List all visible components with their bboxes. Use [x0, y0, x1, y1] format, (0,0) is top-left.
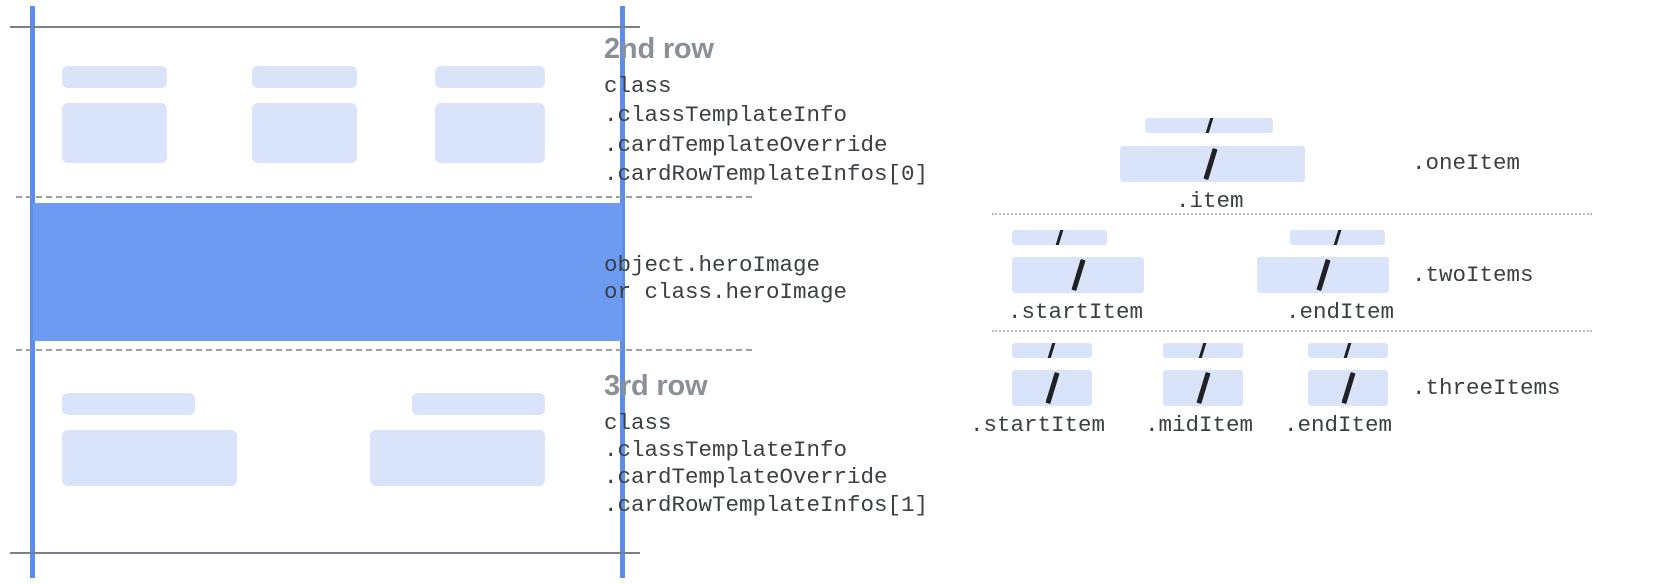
- three-items-start-slot-label: .startItem: [970, 412, 1106, 438]
- third-row-path-line-3: .cardRowTemplateInfos[1]: [604, 492, 929, 518]
- card-annotations: 2nd row class .classTemplateInfo .cardTe…: [604, 33, 929, 518]
- one-item-value-slash-icon: [1203, 147, 1218, 181]
- second-row-path-line-3: .cardRowTemplateInfos[0]: [604, 161, 929, 187]
- three-items-mid-label-slash-icon: [1197, 343, 1208, 358]
- third-row-path-line-1: .classTemplateInfo: [604, 437, 848, 463]
- hero-path-line-1: or class.heroImage: [604, 279, 848, 305]
- second-row-path-line-1: .classTemplateInfo: [604, 102, 848, 128]
- divider-one-two-items: [992, 213, 1592, 215]
- row3-col2-value-bar: [370, 430, 545, 486]
- card-row-second: [0, 26, 660, 196]
- one-item-value-bar: [1120, 146, 1305, 182]
- layout-three-items: .startItem .midItem .endItem .threeItems: [960, 337, 1676, 447]
- layout-one-item: .item .oneItem: [960, 100, 1676, 214]
- divider-above-hero: [16, 196, 752, 198]
- three-items-mid-slot-label: .midItem: [1145, 412, 1254, 438]
- row2-col3-value-bar: [435, 103, 545, 163]
- two-items-start-value-slash-icon: [1071, 258, 1086, 292]
- two-items-start-value-bar: [1012, 257, 1144, 293]
- two-items-end-label-bar: [1290, 230, 1385, 245]
- two-items-group-label: .twoItems: [1412, 262, 1534, 288]
- two-items-end-value-slash-icon: [1316, 258, 1331, 292]
- hero-image-block: [33, 203, 622, 341]
- two-items-end-label-slash-icon: [1332, 230, 1343, 245]
- three-items-start-value-bar: [1012, 370, 1092, 406]
- three-items-mid-label-bar: [1163, 343, 1243, 358]
- three-items-mid-value-slash-icon: [1196, 371, 1211, 405]
- row2-col1-value-bar: [62, 103, 167, 163]
- hero-path-line-0: object.heroImage: [604, 252, 821, 278]
- two-items-end-slot-label: .endItem: [1286, 299, 1395, 325]
- three-items-end-label-bar: [1308, 343, 1388, 358]
- second-row-title: 2nd row: [604, 33, 714, 65]
- divider-two-three-items: [992, 330, 1592, 332]
- item-layout-diagram: .item .oneItem .startItem .endItem .twoI…: [960, 0, 1676, 584]
- three-items-mid-value-bar: [1163, 370, 1243, 406]
- second-row-path-line-0: class: [604, 73, 672, 99]
- row2-col2-value-bar: [252, 103, 357, 163]
- layout-two-items: .startItem .endItem .twoItems: [960, 220, 1676, 330]
- card-bottom-border: [10, 552, 640, 554]
- three-items-end-slot-label: .endItem: [1284, 412, 1393, 438]
- row3-col1-label-bar: [62, 393, 195, 415]
- card-mock: [0, 0, 752, 584]
- one-item-group-label: .oneItem: [1412, 150, 1521, 176]
- three-items-end-value-slash-icon: [1341, 371, 1356, 405]
- third-row-path-line-0: class: [604, 410, 672, 436]
- two-items-end-value-bar: [1257, 257, 1389, 293]
- row3-col2-label-bar: [412, 393, 545, 415]
- two-items-start-slot-label: .startItem: [1008, 299, 1144, 325]
- one-item-slot-label: .item: [1176, 188, 1244, 214]
- divider-below-hero: [16, 349, 752, 351]
- one-item-label-bar: [1145, 118, 1273, 133]
- card-right-guide-line: [620, 6, 625, 578]
- three-items-start-value-slash-icon: [1045, 371, 1060, 405]
- three-items-end-label-slash-icon: [1342, 343, 1353, 358]
- three-items-group-label: .threeItems: [1412, 375, 1561, 401]
- three-items-end-value-bar: [1308, 370, 1388, 406]
- one-item-label-slash-icon: [1204, 118, 1215, 133]
- two-items-start-label-bar: [1012, 230, 1107, 245]
- row2-col1-label-bar: [62, 66, 167, 88]
- two-items-start-label-slash-icon: [1054, 230, 1065, 245]
- card-top-border: [10, 26, 640, 28]
- row2-col2-label-bar: [252, 66, 357, 88]
- row2-col3-label-bar: [435, 66, 545, 88]
- row3-col1-value-bar: [62, 430, 237, 486]
- third-row-title: 3rd row: [604, 370, 708, 402]
- third-row-path-line-2: .cardTemplateOverride: [604, 464, 888, 490]
- card-row-third: [0, 349, 660, 552]
- second-row-path-line-2: .cardTemplateOverride: [604, 132, 888, 158]
- three-items-start-label-slash-icon: [1046, 343, 1057, 358]
- three-items-start-label-bar: [1012, 343, 1092, 358]
- card-left-guide-line: [30, 6, 35, 578]
